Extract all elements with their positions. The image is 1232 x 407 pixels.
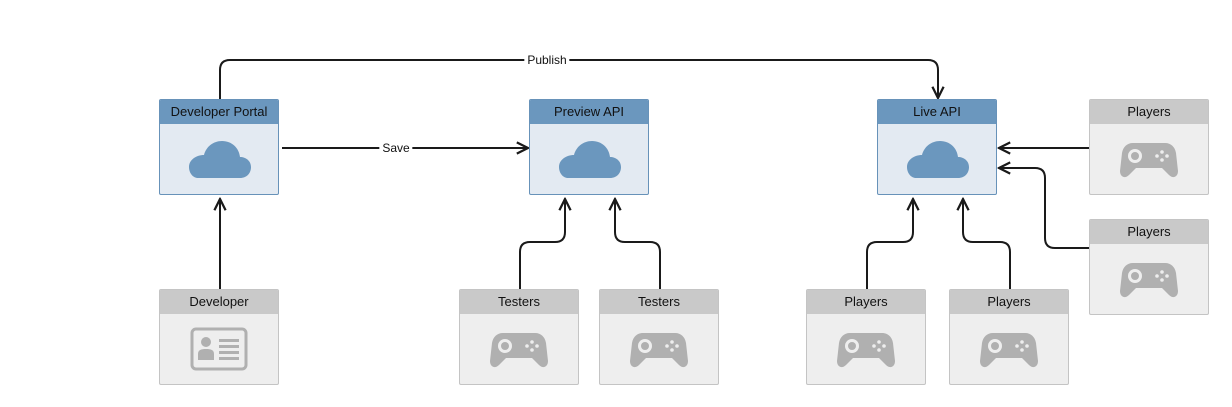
players-title: Players (807, 290, 925, 314)
players-node-1[interactable]: Players (806, 289, 926, 385)
gamepad-icon (837, 333, 895, 368)
developer-node[interactable]: Developer (159, 289, 279, 385)
players1-to-live-arrow (866, 199, 913, 289)
contact-card-icon (190, 327, 248, 371)
publish-arrow (219, 59, 938, 99)
gamepad-icon (490, 333, 548, 368)
gamepad-icon (630, 333, 688, 368)
players-title: Players (1090, 220, 1208, 244)
players-right-mid-to-live-arrow (999, 168, 1089, 249)
gamepad-icon (1120, 143, 1178, 178)
publish-label: Publish (524, 53, 570, 67)
players-title: Players (1090, 100, 1208, 124)
players-node-right-mid[interactable]: Players (1089, 219, 1209, 315)
preview-api-node[interactable]: Preview API (529, 99, 649, 195)
testers-node-2[interactable]: Testers (599, 289, 719, 385)
testers-title: Testers (460, 290, 578, 314)
gamepad-icon (980, 333, 1038, 368)
players2-to-live-arrow (963, 199, 1011, 289)
live-api-node[interactable]: Live API (877, 99, 997, 195)
testers2-to-preview-arrow (615, 199, 661, 289)
players-node-2[interactable]: Players (949, 289, 1069, 385)
developer-title: Developer (160, 290, 278, 314)
players-node-right-top[interactable]: Players (1089, 99, 1209, 195)
gamepad-icon (1120, 263, 1178, 298)
testers1-to-preview-arrow (519, 199, 565, 289)
players-title: Players (950, 290, 1068, 314)
live-api-title: Live API (878, 100, 996, 124)
cloud-icon (189, 141, 251, 178)
testers-node-1[interactable]: Testers (459, 289, 579, 385)
cloud-icon (559, 141, 621, 178)
cloud-icon (907, 141, 969, 178)
save-label: Save (379, 141, 413, 155)
developer-portal-title: Developer Portal (160, 100, 278, 124)
preview-api-title: Preview API (530, 100, 648, 124)
developer-portal-node[interactable]: Developer Portal (159, 99, 279, 195)
testers-title: Testers (600, 290, 718, 314)
